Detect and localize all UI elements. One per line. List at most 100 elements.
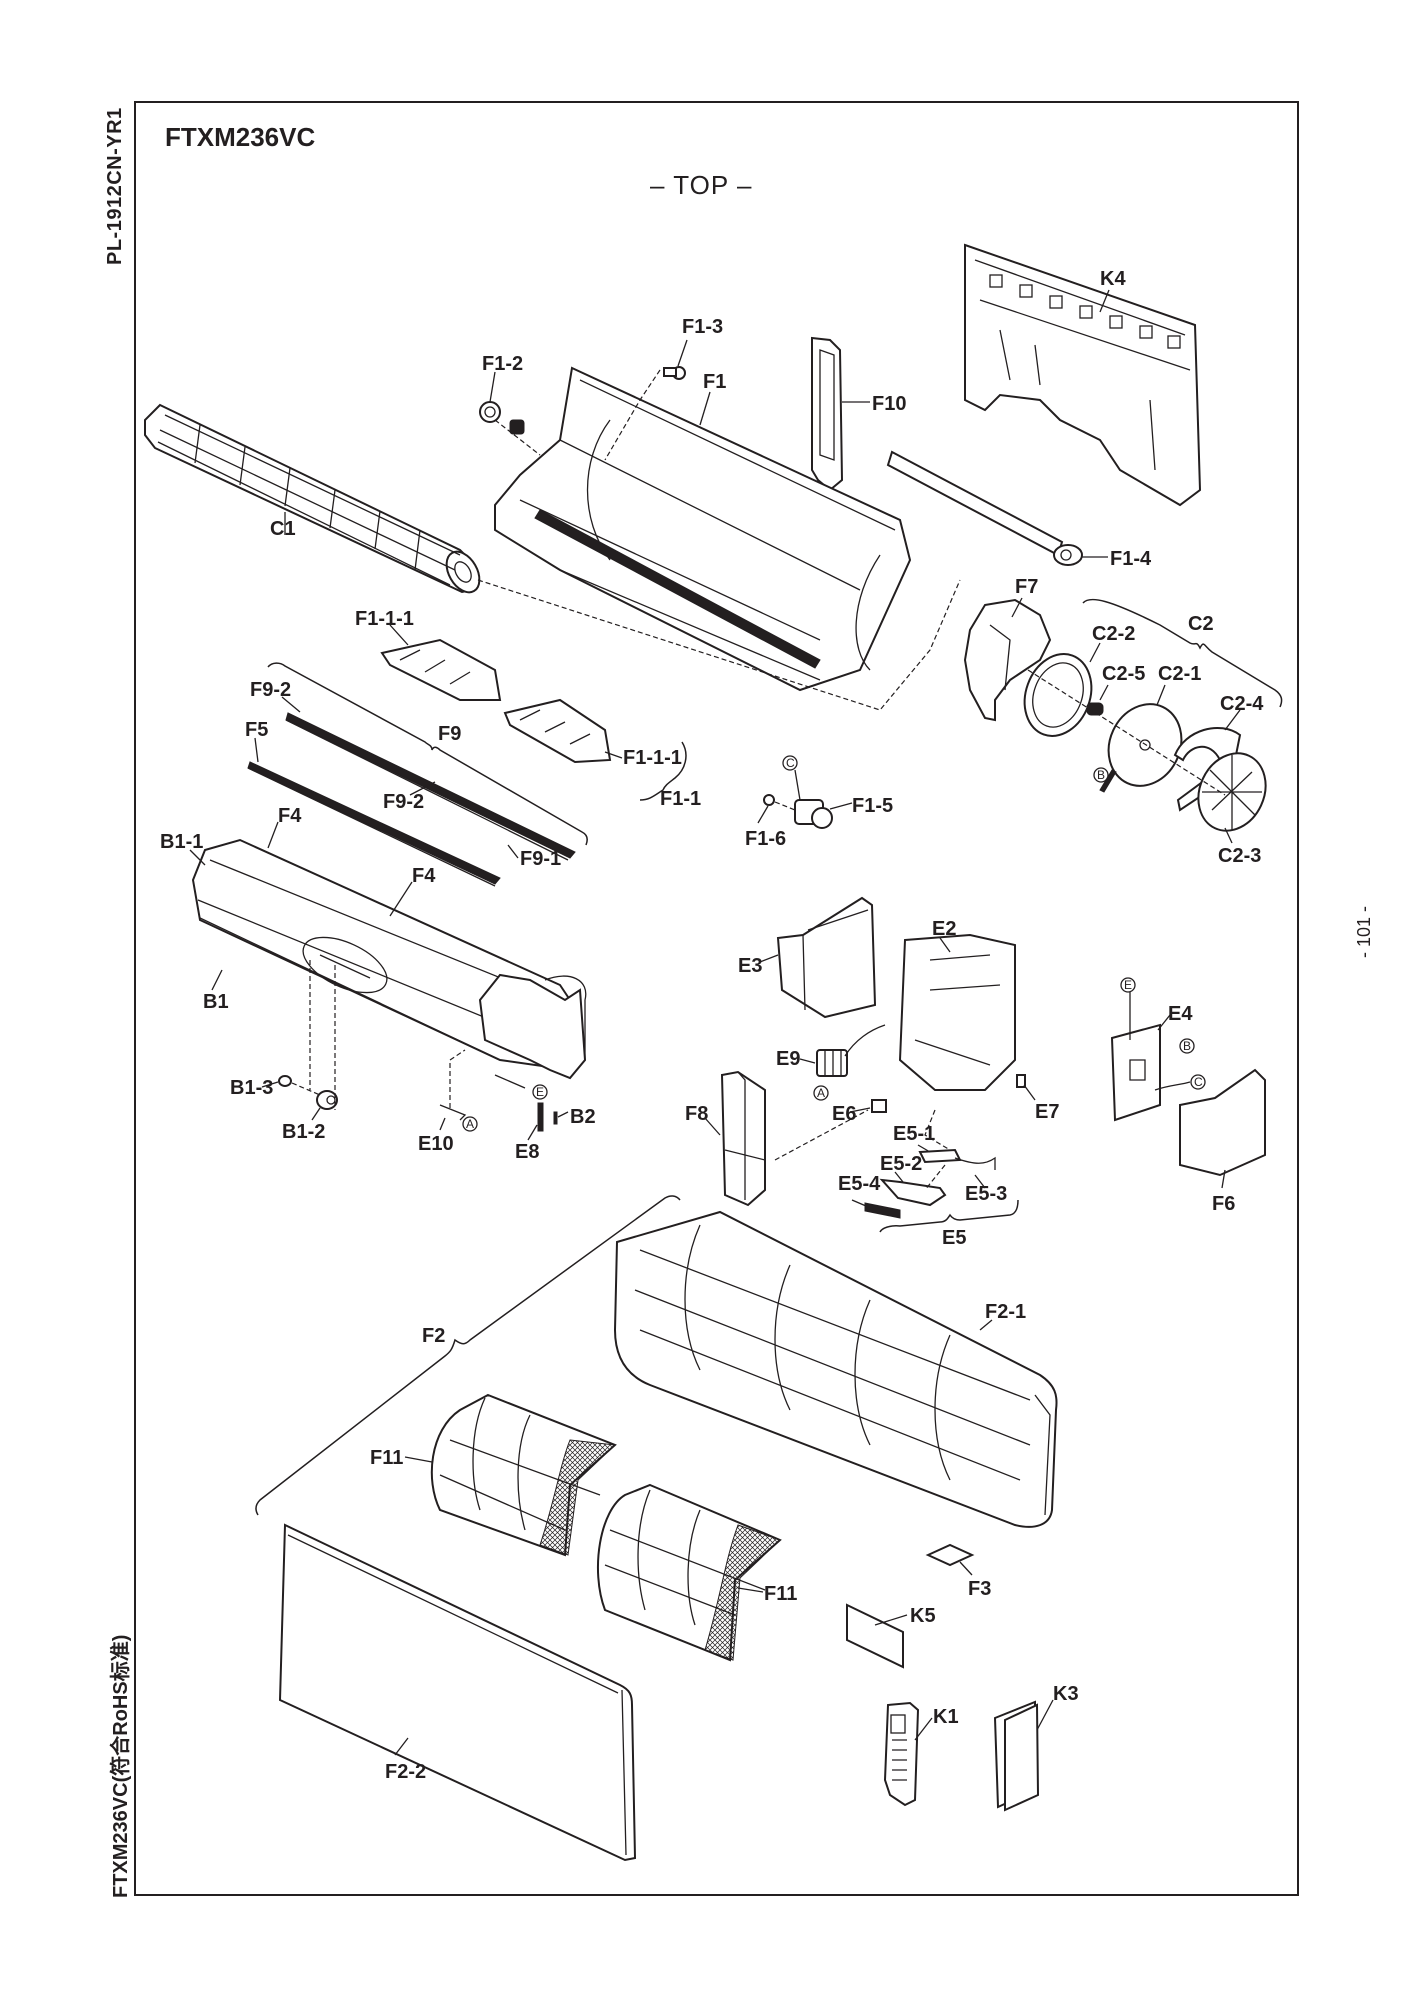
label-f2: F2 [422,1325,445,1347]
svg-text:A: A [466,1117,474,1131]
label-k5: K5 [910,1605,936,1627]
part-f2-2-front-panel [278,1523,637,1862]
label-f2-1: F2-1 [985,1301,1026,1323]
leader-e5-3 [974,1174,986,1189]
label-b2: B2 [570,1106,596,1128]
part-f6-cover [1179,1068,1266,1177]
part-k3-manual [993,1700,1040,1812]
svg-text:B: B [1183,1039,1191,1053]
label-b1-2: B1-2 [282,1121,325,1143]
label-e6: E6 [832,1103,856,1125]
leader-f9-1 [507,844,519,859]
label-f1-3: F1-3 [682,316,723,338]
dash-f1-2 [494,419,541,456]
part-c2-1-fan-motor [1099,703,1183,793]
connector-b-e4: B [1179,1038,1195,1054]
part-f1-1-1-swing-b [503,698,612,764]
part-b1-2-insulation [316,1090,338,1110]
part-e7-clip [1016,1074,1026,1088]
connector-b-c2: B [1093,767,1109,783]
leader-e5-2 [894,1171,904,1183]
part-b2-clip [553,1111,558,1125]
dash-e10 [449,1049,466,1108]
part-c2-3-motor-cover [1197,752,1267,832]
part-e5-4-display-cover [864,1202,901,1219]
connector-e-b1: E [532,1084,548,1100]
part-k1-remote-control [883,1701,920,1807]
connector-a-e9: A [813,1085,829,1101]
part-f8-cover [720,1070,766,1207]
part-f1-1-1-swing-a [380,638,502,701]
part-e6-signal-receiver [871,1099,887,1113]
label-f10: F10 [872,393,906,415]
part-f1-4-drain-pipe [886,450,1083,566]
label-e5-2: E5-2 [880,1153,922,1175]
label-c2-1: C2-1 [1158,663,1201,685]
connector-c-f1-5: C [782,755,798,771]
leader-k5 [874,1614,908,1626]
brace-e5 [879,1199,1019,1233]
svg-text:E: E [536,1085,544,1099]
label-f1-6: F1-6 [745,828,786,850]
label-b1-3: B1-3 [230,1077,273,1099]
model-title: FTXM236VC [165,122,316,152]
brace-c2 [1082,598,1283,708]
label-f9-2-a: F9-2 [250,679,291,701]
leader-b1-2 [311,1107,321,1121]
label-f1-4: F1-4 [1110,548,1152,570]
label-f2-2: F2-2 [385,1761,426,1783]
part-f1-2-bearing [479,401,525,435]
part-f9-louver [285,712,576,861]
label-f7: F7 [1015,576,1038,598]
leader-k1 [914,1717,933,1741]
label-c2: C2 [1188,613,1214,635]
leader-f1-6 [757,805,769,824]
part-f2-1-front-grille [613,1210,1058,1528]
label-f1: F1 [703,371,726,393]
leader-f4-b [389,881,413,917]
leader-c2-3 [1224,827,1233,844]
leader-e4 [1157,1014,1171,1031]
leader-f9-2-b [409,781,436,796]
dash-f1-3 [604,369,661,461]
part-b1-heat-exchanger [191,838,587,1080]
part-e5-1-pcb [918,1148,996,1170]
leader-c2-1 [1156,684,1166,706]
leader-e3 [759,954,779,963]
svg-text:B: B [1097,768,1105,782]
diagram-frame [134,101,1299,1896]
leader-f1-2 [489,371,496,403]
leader-b1 [211,969,223,991]
part-k5-sheet [846,1603,904,1669]
label-f1-1-1-a: F1-1-1 [355,608,414,630]
leader-f2-1 [979,1319,993,1331]
leader-f1-1-1-b [604,751,623,759]
label-f1-1: F1-1 [660,788,701,810]
svg-text:A: A [817,1086,825,1100]
label-e3: E3 [738,955,762,977]
label-f4-b: F4 [412,865,436,887]
label-e9: E9 [776,1048,800,1070]
label-c2-5: C2-5 [1102,663,1145,685]
part-f11-filter-b [596,1483,782,1662]
leader-f1-1-1-a [389,624,409,646]
part-f1-5-swing-motor [794,769,833,829]
part-e8-thermistor [537,1102,544,1132]
leader-f5 [254,737,259,763]
part-e4-pcb [1110,1023,1191,1122]
leader-c2-4 [1224,709,1241,731]
label-e5: E5 [942,1227,966,1249]
view-label: – TOP – [650,170,753,200]
part-b1-3-cap [278,1075,292,1087]
leader-e7 [1023,1084,1036,1101]
leader-e6 [849,1107,871,1113]
leader-f3 [959,1561,973,1576]
label-e10: E10 [418,1133,454,1155]
part-f11-filter-a [430,1393,617,1557]
label-f9-2-b: F9-2 [383,791,424,813]
label-f9-1: F9-1 [520,848,561,870]
dash-f8-e6 [774,1109,869,1161]
arrow-e-b1 [494,1074,526,1089]
leader-f11-b [737,1587,764,1593]
leader-k3 [1036,1699,1054,1731]
